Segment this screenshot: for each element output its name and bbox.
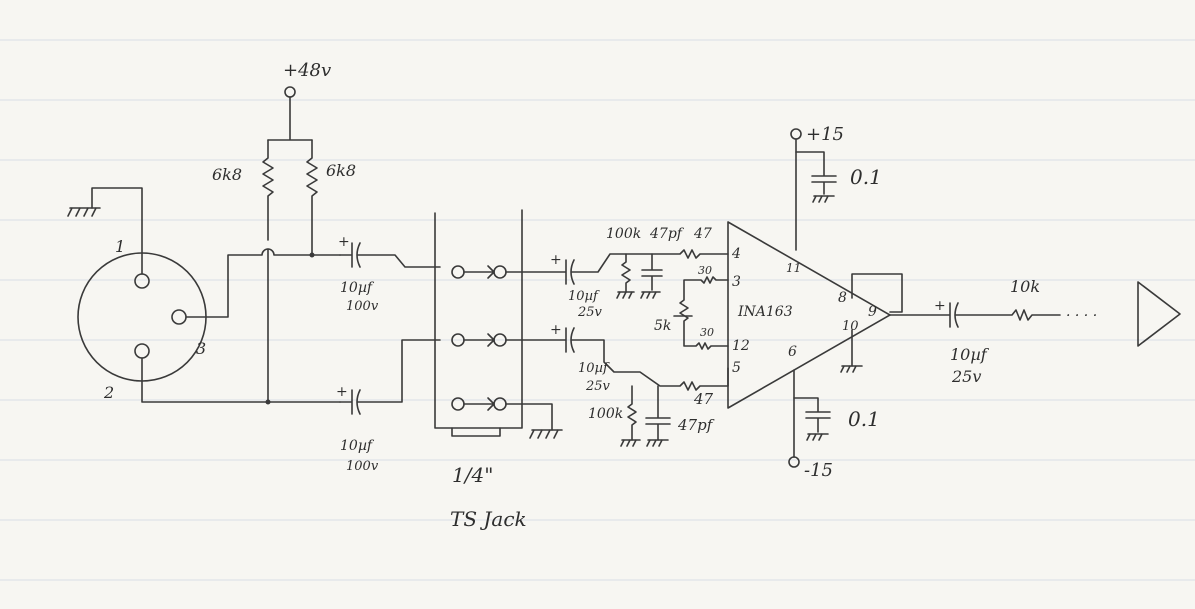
cap-in-top-value: 10µf (568, 289, 600, 304)
jack-size-label: 1/4" (452, 463, 493, 487)
cap-in-bottom-voltage: 25v (585, 379, 611, 394)
svg-text:+: + (550, 322, 562, 338)
positive-supply: +15 0.1 (790, 124, 882, 251)
cap-in-top-voltage: 25v (577, 305, 603, 320)
pos-supply-label: +15 (806, 124, 844, 145)
svg-text:+: + (550, 252, 562, 268)
cap-top-value: 10µf (340, 280, 375, 296)
jack-name-label: TS Jack (450, 507, 527, 531)
in-r-bottom-label: 100k (588, 406, 623, 422)
r2-label: 6k8 (326, 161, 356, 180)
resistor-r1: 6k8 (212, 139, 274, 241)
r30-bottom-label: 30 (700, 326, 714, 339)
negative-supply: -15 0.1 (788, 369, 880, 481)
input-network-bottom: + 10µf 25v 100k 47pf 47 (505, 322, 729, 447)
xlr-pin2-label: 2 (103, 383, 114, 402)
r1-label: 6k8 (212, 165, 242, 184)
neg-supply-label: -15 (804, 460, 833, 481)
svg-text:5: 5 (732, 360, 741, 376)
svg-text:3: 3 (732, 274, 741, 290)
ina163-amplifier: INA163 4 3 12 5 11 6 8 9 10 (727, 221, 903, 409)
input-network-top: + 10µf 25v 100k 47pf 47 (505, 226, 729, 320)
output-stage: + 10k · · · · 10µf 25v (889, 277, 1181, 386)
continuation-dots: · · · · (1066, 308, 1097, 324)
cap-bottom-value: 10µf (340, 438, 375, 454)
in-r-bottom2-label: 47 (693, 390, 714, 408)
xlr-pin3-label: 3 (196, 339, 206, 358)
svg-text:4: 4 (731, 246, 741, 262)
xlr-connector: 1 2 3 (67, 187, 341, 405)
in-c-bottom-label: 47pf (677, 416, 715, 434)
cap-top-voltage: 100v (346, 299, 379, 314)
out-r-label: 10k (1010, 277, 1040, 296)
in-r-top2-label: 47 (693, 226, 712, 242)
ts-jack-switch: 1/4" TS Jack (434, 209, 563, 531)
phantom-power-supply: +48v (267, 60, 331, 141)
in-c-top-label: 47pf (649, 226, 685, 242)
chip-label: INA163 (737, 304, 793, 320)
resistor-r2: 6k8 (306, 139, 356, 256)
svg-text:10: 10 (842, 319, 859, 334)
svg-text:9: 9 (868, 304, 877, 320)
bypass-top-label: 0.1 (850, 165, 882, 189)
gain-network: 30 5k 30 (654, 264, 729, 350)
bypass-bottom-label: 0.1 (848, 407, 880, 431)
cap-bottom-voltage: 100v (346, 459, 379, 474)
svg-text:12: 12 (732, 338, 750, 354)
cap-in-bottom-value: 10µf (578, 361, 610, 376)
svg-text:6: 6 (788, 344, 797, 360)
out-cap-voltage: 25v (951, 367, 981, 386)
r30-top-label: 30 (698, 264, 712, 277)
in-r-top-label: 100k (606, 226, 641, 242)
svg-text:+: + (934, 298, 946, 314)
svg-text:+: + (336, 384, 348, 400)
svg-text:8: 8 (838, 290, 847, 306)
svg-text:+: + (338, 234, 350, 250)
xlr-pin1-label: 1 (115, 237, 125, 256)
output-buffer-triangle (1137, 281, 1181, 347)
pot-label: 5k (654, 318, 671, 334)
supply-48v-label: +48v (283, 60, 331, 81)
svg-text:11: 11 (786, 261, 801, 275)
capacitor-top-100v: + 10µf 100v (338, 234, 441, 314)
capacitor-bottom-100v: + 10µf 100v (336, 339, 441, 474)
out-cap-value: 10µf (950, 345, 990, 364)
